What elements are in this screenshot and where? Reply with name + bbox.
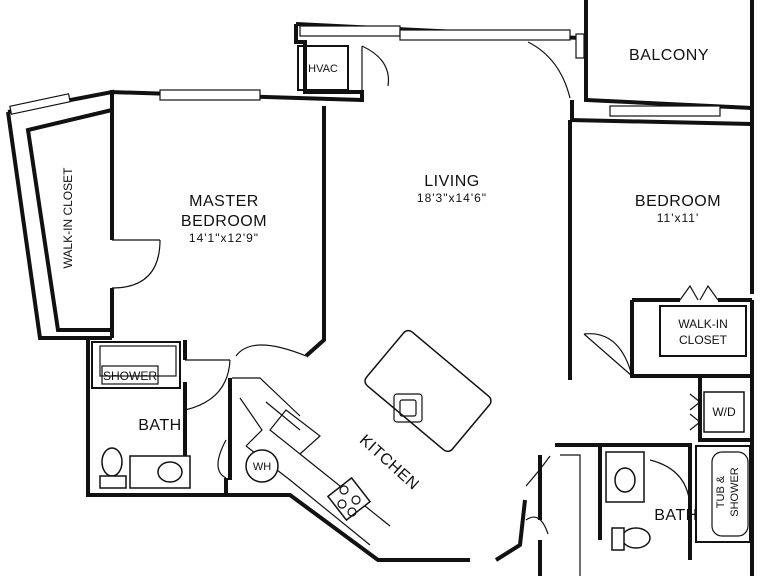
master-closet-door [111, 239, 161, 289]
windows [9, 25, 721, 117]
right-bath-label: BATH [654, 507, 697, 524]
master-bedroom-label-line1: MASTER [189, 193, 259, 210]
bedroom-label: BEDROOM [635, 193, 721, 210]
kitchen-island [364, 329, 492, 453]
master-bath-door [184, 344, 307, 411]
right-bath-fixtures [560, 445, 751, 576]
walk-in-closet-right-label-line1: WALK-IN [678, 317, 728, 331]
master-bedroom-label-line2: BEDROOM [181, 213, 267, 230]
bedroom-door [583, 333, 633, 377]
left-bath-label: BATH [138, 417, 181, 434]
shower-stall [91, 341, 181, 389]
living-label: LIVING [424, 173, 479, 190]
kitchen-label: KITCHEN [356, 432, 422, 494]
walk-in-closet-left-label: WALK-IN CLOSET [61, 167, 75, 269]
walk-in-closet-right-label-line2: CLOSET [679, 333, 728, 347]
bedroom-dimensions: 11'x11' [657, 211, 700, 225]
hvac-label: HVAC [308, 63, 338, 75]
living-dimensions: 18'3"x14'6" [417, 191, 487, 205]
washer-dryer [689, 391, 745, 433]
bedroom-closet-doors [659, 284, 747, 357]
shower-label: SHOWER [103, 369, 157, 383]
hvac-closet [297, 45, 390, 92]
tub-shower-label-line2: SHOWER [729, 467, 741, 517]
kitchen-counters [232, 377, 391, 546]
balcony-label: BALCONY [629, 47, 709, 64]
balcony-door [527, 41, 571, 99]
exterior-walls [6, 0, 754, 576]
master-bedroom-dimensions: 14'1"x12'9" [189, 231, 259, 245]
water-heater-label: WH [253, 461, 271, 473]
left-bath-fixtures [99, 439, 227, 489]
entry-doors [525, 455, 551, 535]
washer-dryer-label: W/D [712, 405, 736, 419]
tub-shower-label-line1: TUB & [715, 475, 727, 508]
